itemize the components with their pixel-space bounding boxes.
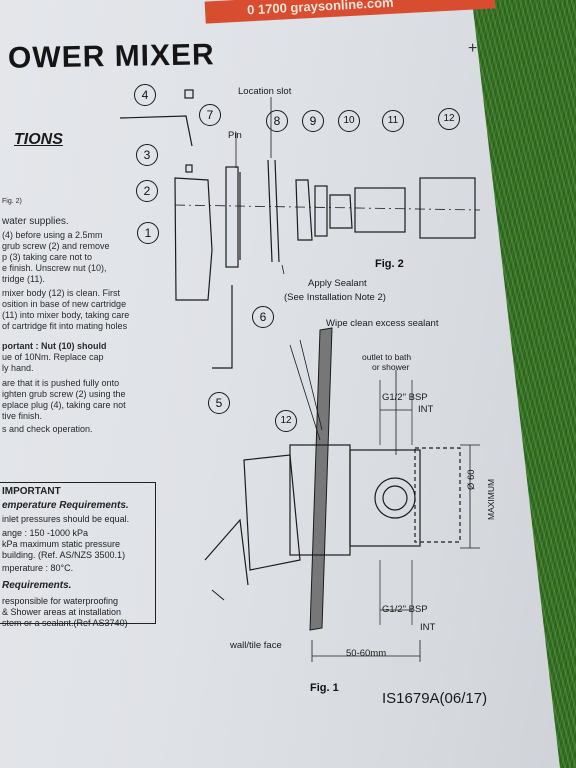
callout-8: 8 (266, 110, 288, 132)
instr-line: portant : Nut (10) should (2, 341, 107, 351)
location-slot-label: Location slot (238, 86, 292, 97)
callout-6: 6 (252, 306, 274, 328)
allen-key (119, 115, 193, 147)
int-top: INT (418, 404, 434, 415)
callout-10: 10 (338, 110, 360, 132)
mixer-body-fig1 (349, 449, 421, 547)
instr-line: osition in base of new cartridge (2, 299, 127, 309)
grub-screw-part (185, 164, 193, 173)
instr-line: ue of 10Nm. Replace cap (2, 352, 104, 362)
important-line: responsible for waterproofing (2, 596, 119, 606)
important-line: inlet pressures should be equal. (2, 514, 130, 524)
int-bottom: INT (420, 622, 436, 633)
callout-1: 1 (137, 222, 159, 244)
important-line: kPa maximum static pressure (2, 539, 121, 549)
cap-part (225, 166, 239, 268)
instr-line: water supplies. (2, 216, 69, 227)
key-5-part (212, 285, 233, 369)
instr-line: are that it is pushed fully onto (2, 378, 120, 388)
callout-3: 3 (136, 144, 158, 166)
g-half-top: G1/2" BSP (382, 392, 428, 403)
fig-ref: Fig. 2) (2, 198, 22, 205)
important-box (0, 482, 156, 624)
lever-fig1 (243, 454, 301, 571)
document-id: IS1679A(06/17) (382, 690, 488, 707)
callout-2: 2 (136, 180, 158, 202)
instr-line: ighten grub screw (2) using the (2, 389, 126, 399)
pin-label: Pin (228, 130, 242, 141)
g-half-bottom: G1/2" BSP (382, 604, 428, 615)
callout-5: 5 (208, 392, 230, 414)
sealant-plate (267, 159, 273, 263)
important-line: & Shower areas at installation (2, 607, 122, 617)
instr-line: (4) before using a 2.5mm (2, 230, 103, 240)
instr-line: e finish. Unscrew nut (10), (2, 263, 107, 273)
wall-section (309, 327, 333, 631)
instr-line: tridge (11). (2, 274, 45, 284)
instr-line: grub screw (2) and remove (2, 241, 110, 251)
depth-label: 50-60mm (346, 648, 387, 659)
body-12 (419, 177, 476, 239)
important-line: mperature : 80°C. (2, 563, 74, 573)
important-subheading: Requirements. (2, 580, 72, 591)
callout-7: 7 (199, 104, 221, 126)
instr-line: ly hand. (2, 363, 34, 373)
section-title: TIONS (14, 131, 63, 148)
fig1-caption: Fig. 1 (310, 682, 339, 694)
instr-line: of cartridge fit into mating holes (2, 321, 128, 331)
instr-line: p (3) taking care not to (2, 252, 93, 262)
cartridge-11 (354, 187, 406, 233)
instr-line: s and check operation. (2, 424, 93, 434)
callout-9: 9 (302, 110, 324, 132)
plug-part (184, 89, 194, 99)
plus-mark: + (468, 40, 478, 57)
nut-10 (314, 185, 328, 237)
callout-4: 4 (134, 84, 156, 106)
instr-line: tive finish. (2, 411, 43, 421)
important-line: stem or a sealant.(Ref AS3740) (2, 618, 128, 628)
callout-12-fig1: 12 (275, 410, 297, 432)
diameter-label: Ø 60 (466, 469, 477, 490)
lever-body (174, 177, 213, 301)
callout-11: 11 (382, 110, 404, 132)
wipe-sealant-label: Wipe clean excess sealant (326, 318, 439, 329)
callout-12: 12 (438, 108, 460, 130)
important-line: building. (Ref. AS/NZS 3500.1) (2, 550, 126, 560)
important-heading: IMPORTANT (2, 486, 61, 497)
important-subheading: emperature Requirements. (2, 500, 129, 511)
outlet-label-2: or shower (372, 362, 410, 372)
outlet-circle (374, 477, 416, 519)
nut-9 (295, 179, 313, 241)
outlet-label: outlet to bath (362, 352, 412, 362)
see-note-label: (See Installation Note 2) (284, 292, 386, 303)
maximum-label: MAXIMUM (486, 478, 496, 520)
instr-line: (11) into mixer body, taking care (2, 310, 130, 320)
important-line: ange : 150 -1000 kPa (2, 528, 89, 538)
wall-tile-label: wall/tile face (230, 640, 282, 651)
fig2-caption: Fig. 2 (375, 258, 404, 270)
apply-sealant-label: Apply Sealant (308, 278, 367, 289)
instr-line: eplace plug (4), taking care not (2, 400, 126, 410)
instr-line: mixer body (12) is clean. First (2, 288, 121, 298)
